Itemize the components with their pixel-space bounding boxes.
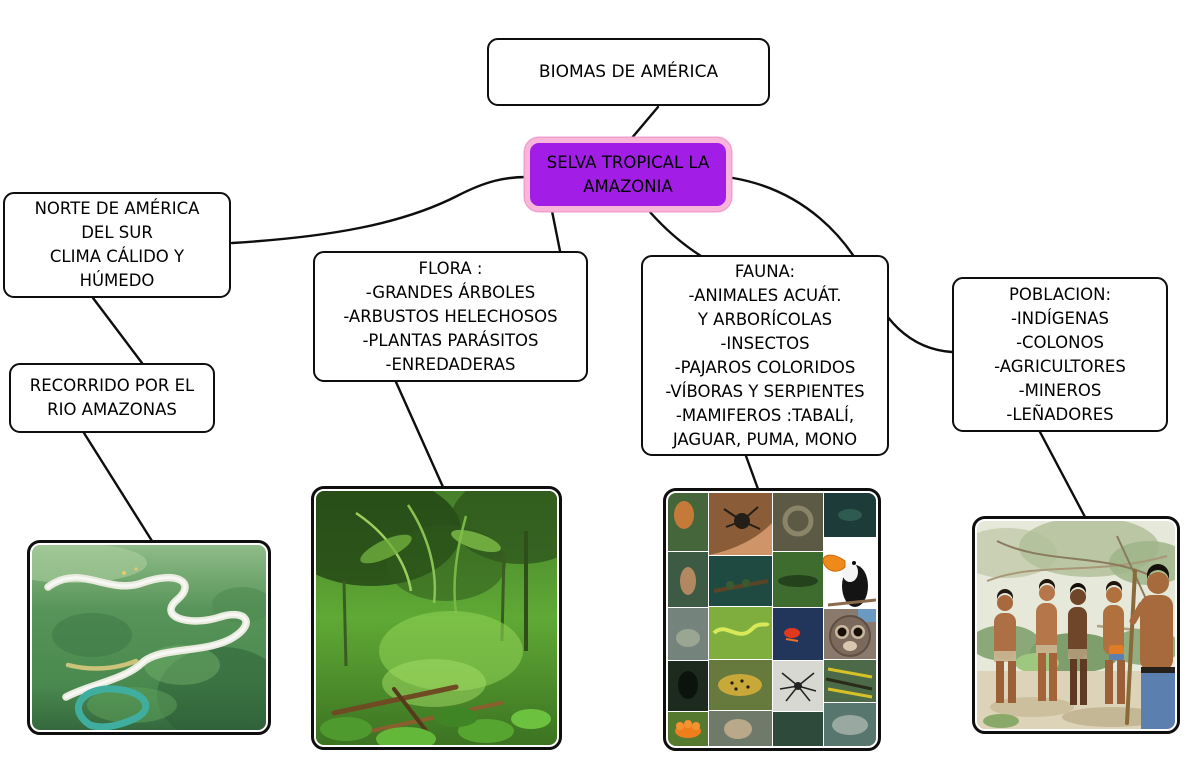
node-fauna-line: FAUNA: bbox=[734, 261, 796, 281]
node-recorrido-line: RIO AMAZONAS bbox=[47, 400, 177, 419]
edge-recorrido-riverphoto bbox=[82, 431, 154, 543]
node-flora-line: FLORA : bbox=[418, 258, 483, 278]
node-poblacion[interactable]: POBLACION: -INDÍGENAS -COLONOS -AGRICULT… bbox=[952, 277, 1168, 432]
edge-central-fauna bbox=[647, 209, 703, 258]
node-norte-line: CLIMA CÁLIDO Y bbox=[49, 247, 185, 266]
node-poblacion-line: -INDÍGENAS bbox=[1010, 308, 1110, 328]
node-selva-line: SELVA TROPICAL LA bbox=[546, 152, 710, 172]
node-selva-line: AMAZONIA bbox=[583, 176, 673, 196]
edge-central-flora bbox=[550, 209, 562, 253]
node-norte-line: DEL SUR bbox=[81, 223, 153, 242]
node-flora[interactable]: FLORA : -GRANDES ÁRBOLES -ARBUSTOS HELEC… bbox=[313, 251, 588, 382]
node-norte-clima[interactable]: NORTE DE AMÉRICA DEL SUR CLIMA CÁLIDO Y … bbox=[3, 192, 231, 298]
node-fauna-line: JAGUAR, PUMA, MONO bbox=[672, 429, 858, 449]
amazon-river-photo-canvas bbox=[32, 545, 266, 730]
node-flora-line: -GRANDES ÁRBOLES bbox=[365, 282, 536, 302]
jungle-flora-photo[interactable] bbox=[311, 486, 562, 750]
node-poblacion-line: -AGRICULTORES bbox=[994, 356, 1126, 376]
node-fauna-line: -ANIMALES ACUÁT. bbox=[688, 285, 842, 305]
edge-flora-floraphoto bbox=[394, 380, 445, 489]
node-poblacion-line: POBLACION: bbox=[1008, 284, 1112, 304]
node-fauna-line: -PAJAROS COLORIDOS bbox=[674, 357, 856, 377]
indigenous-people-photo[interactable] bbox=[972, 516, 1180, 734]
node-recorrido-line: RECORRIDO POR EL bbox=[29, 376, 195, 395]
node-flora-line: -ENREDADERAS bbox=[385, 354, 516, 374]
indigenous-people-photo-canvas bbox=[977, 521, 1175, 729]
node-norte-line: HÚMEDO bbox=[79, 271, 155, 290]
node-poblacion-line: -MINEROS bbox=[1018, 380, 1102, 400]
node-selva-tropical[interactable]: SELVA TROPICAL LA AMAZONIA bbox=[525, 138, 731, 211]
edge-norte-recorrido bbox=[91, 296, 144, 365]
node-flora-line: -PLANTAS PARÁSITOS bbox=[362, 330, 539, 350]
node-biomas-label: BIOMAS DE AMÉRICA bbox=[538, 62, 719, 82]
node-fauna-line: Y ARBORÍCOLAS bbox=[697, 309, 833, 329]
node-norte-line: NORTE DE AMÉRICA bbox=[34, 199, 200, 218]
node-fauna-line: -MAMIFEROS :TABALÍ, bbox=[675, 405, 855, 425]
node-biomas-de-america[interactable]: BIOMAS DE AMÉRICA bbox=[487, 38, 770, 106]
edge-fauna-faunaphoto bbox=[744, 454, 760, 491]
node-fauna-line: -INSECTOS bbox=[720, 333, 810, 353]
amazon-river-photo[interactable] bbox=[27, 540, 271, 735]
fauna-collage-photo[interactable] bbox=[663, 488, 881, 751]
edge-biomas-central bbox=[629, 105, 660, 141]
node-fauna-line: -VÍBORAS Y SERPIENTES bbox=[665, 381, 865, 401]
fauna-collage-photo-canvas bbox=[668, 493, 876, 746]
node-fauna[interactable]: FAUNA: -ANIMALES ACUÁT. Y ARBORÍCOLAS -I… bbox=[641, 255, 889, 456]
edge-central-norte bbox=[230, 175, 529, 245]
node-poblacion-line: -LEÑADORES bbox=[1006, 404, 1114, 424]
jungle-flora-photo-canvas bbox=[316, 491, 557, 745]
node-poblacion-line: -COLONOS bbox=[1016, 332, 1104, 352]
node-recorrido-rio[interactable]: RECORRIDO POR EL RIO AMAZONAS bbox=[9, 363, 215, 433]
node-flora-line: -ARBUSTOS HELECHOSOS bbox=[343, 306, 558, 326]
edge-poblacion-peoplephoto bbox=[1038, 430, 1087, 519]
